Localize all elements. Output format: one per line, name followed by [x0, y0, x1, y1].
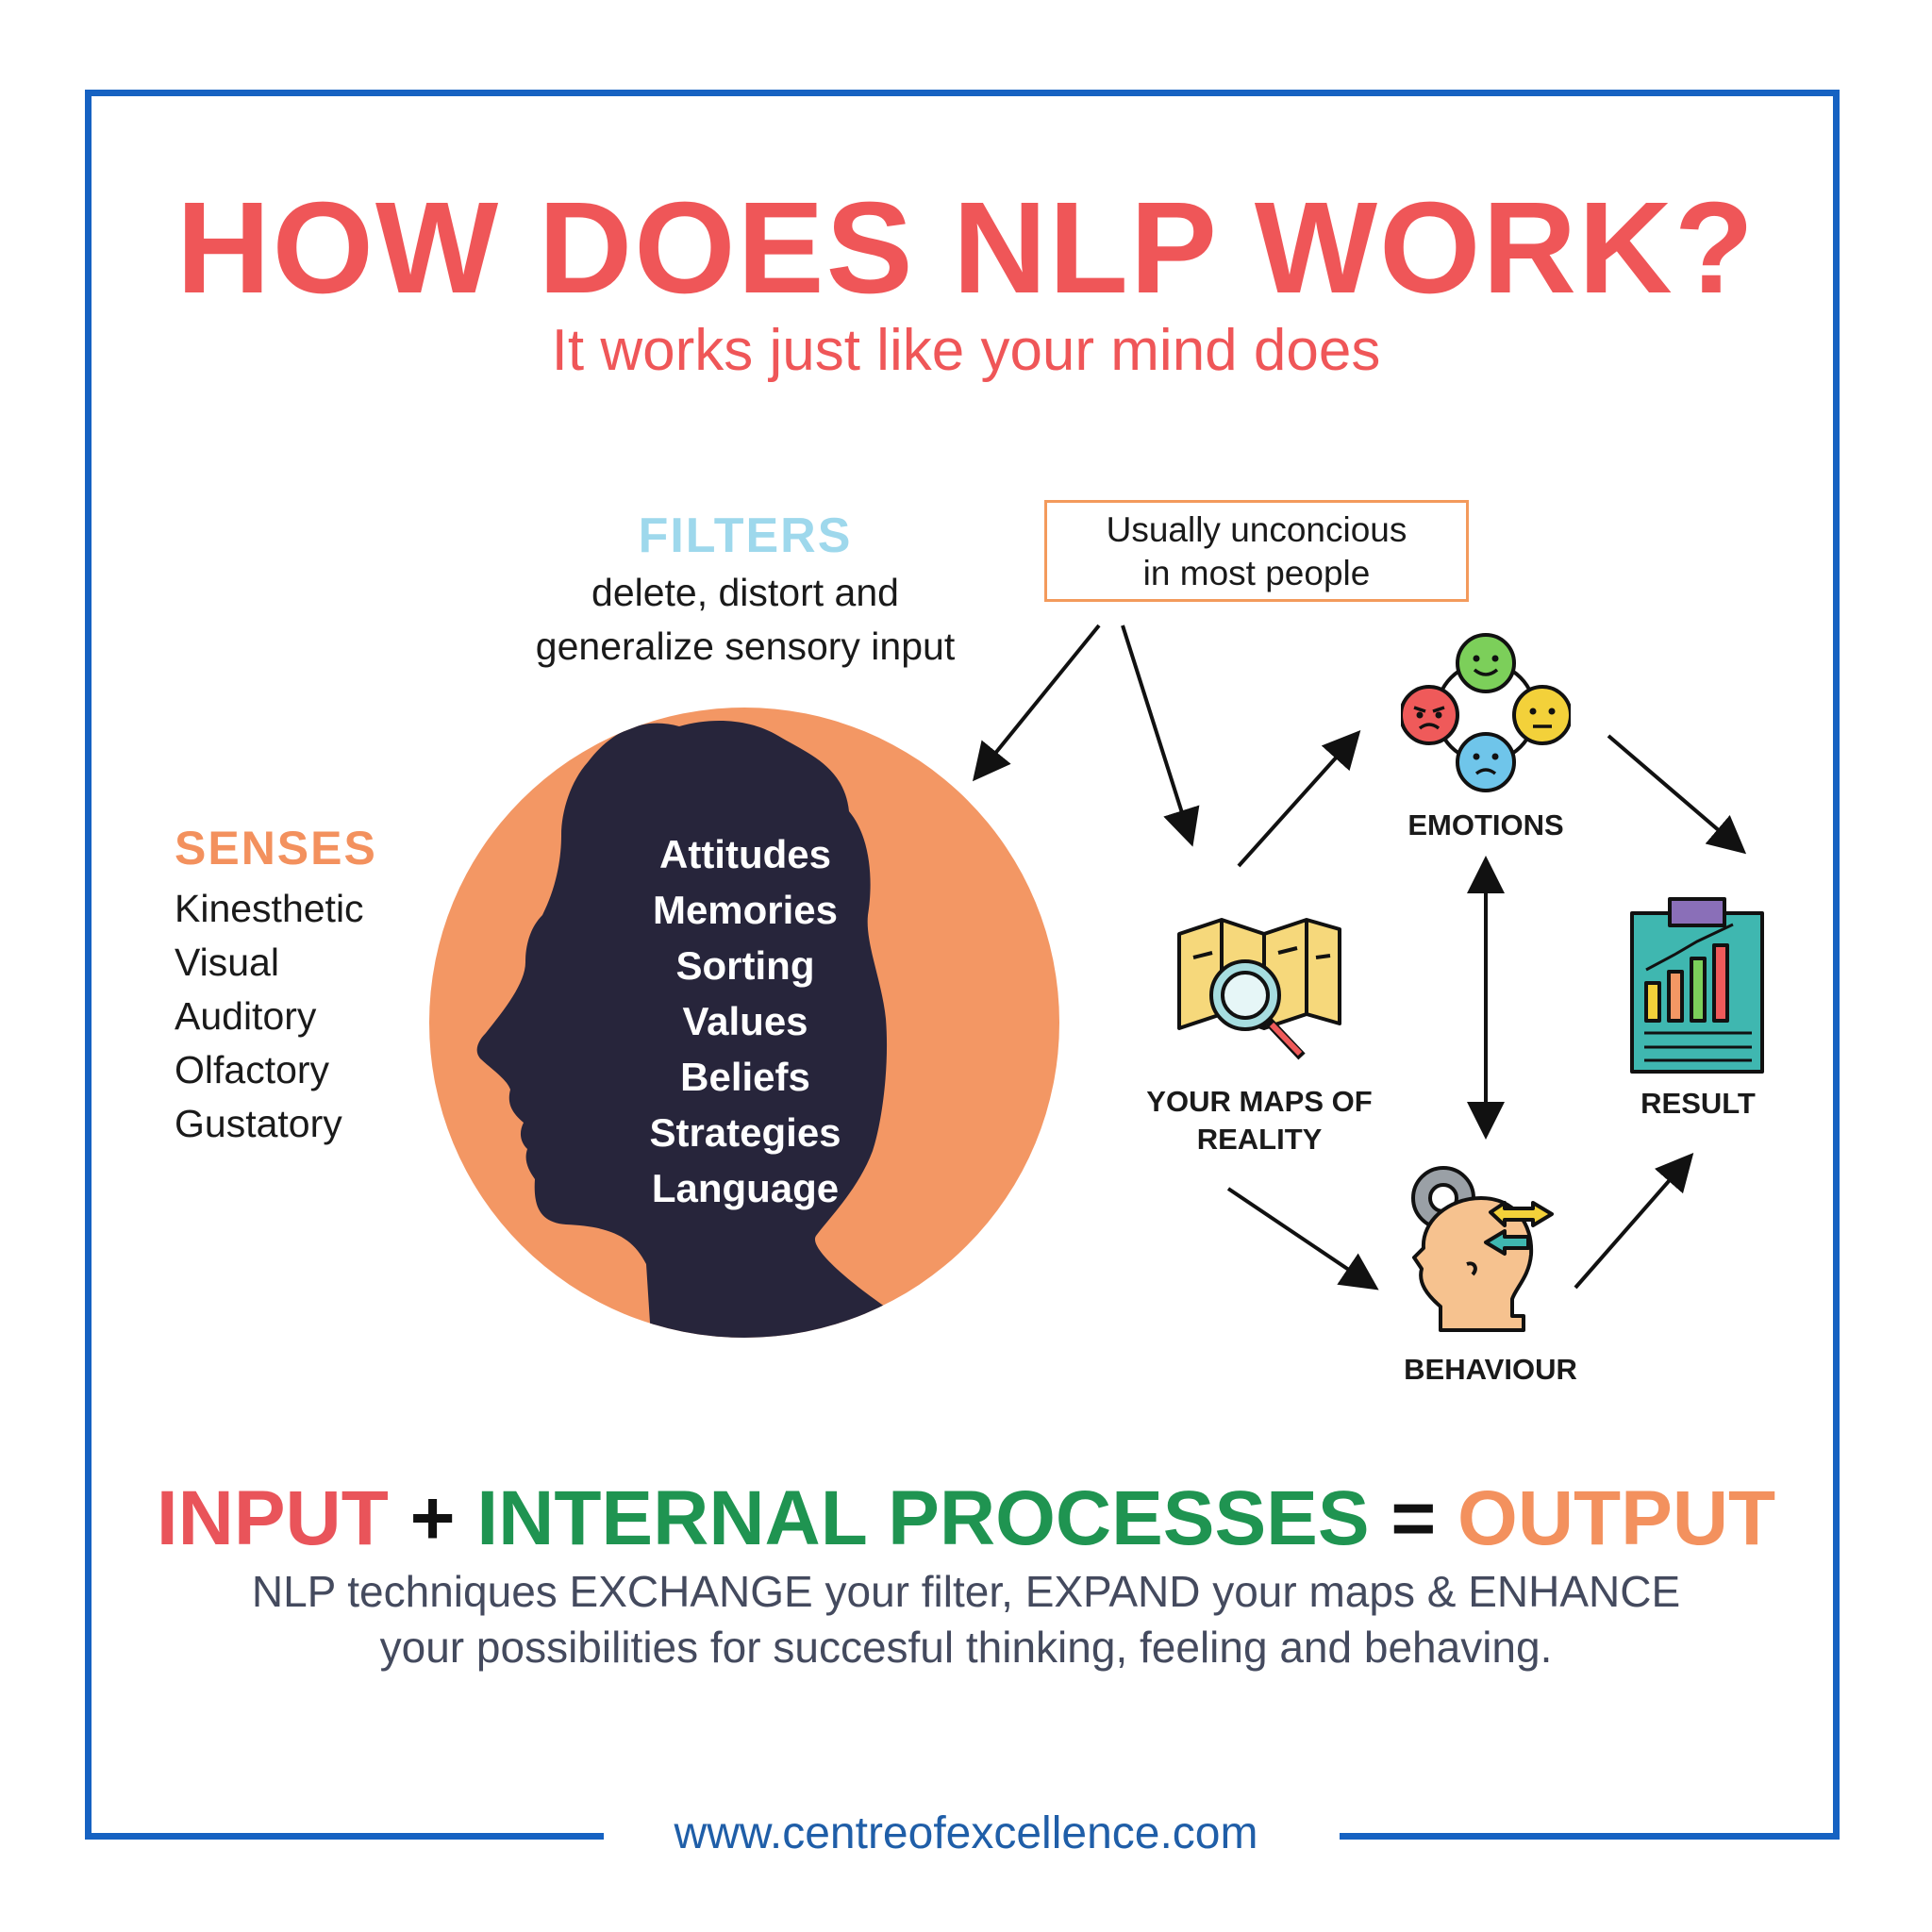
filters-heading: FILTERS	[638, 508, 853, 563]
note-line-1: Usually unconcious	[1106, 510, 1407, 549]
process-item: Beliefs	[680, 1055, 810, 1099]
equation-equals: =	[1391, 1475, 1437, 1561]
head-gear-icon	[1411, 1166, 1554, 1332]
head-silhouette-icon	[476, 721, 920, 1338]
equation-internal: INTERNAL PROCESSES	[476, 1475, 1370, 1561]
maps-label-line-2: REALITY	[1196, 1123, 1323, 1156]
sense-item: Olfactory	[175, 1048, 330, 1091]
tagline-line-2: your possibilities for succesful thinkin…	[379, 1623, 1553, 1672]
filters-line-1: delete, distort and	[591, 571, 899, 614]
page-title: HOW DOES NLP WORK?	[175, 175, 1757, 321]
internal-processes-list: Attitudes Memories Sorting Values Belief…	[604, 826, 887, 1216]
equation-plus: +	[409, 1475, 456, 1561]
footer-url[interactable]: www.centreofexcellence.com	[674, 1808, 1258, 1858]
equation-input: INPUT	[156, 1475, 389, 1561]
unconscious-note-box: Usually unconcious in most people	[1044, 500, 1469, 602]
process-item: Values	[682, 999, 808, 1043]
process-item: Attitudes	[659, 832, 831, 876]
tagline: NLP techniques EXCHANGE your filter, EXP…	[0, 1564, 1932, 1675]
process-item: Sorting	[675, 943, 815, 988]
result-label: RESULT	[1641, 1087, 1756, 1120]
equation-output: OUTPUT	[1457, 1475, 1776, 1561]
emotion-faces-icon	[1401, 633, 1571, 792]
page-subtitle: It works just like your mind does	[551, 318, 1381, 383]
senses-heading: SENSES	[175, 822, 377, 874]
tagline-line-1: NLP techniques EXCHANGE your filter, EXP…	[251, 1567, 1681, 1616]
sense-item: Kinesthetic	[175, 887, 364, 930]
process-item: Language	[651, 1166, 840, 1210]
head-circle	[429, 708, 1059, 1338]
maps-label: YOUR MAPS OF REALITY	[1127, 1083, 1391, 1158]
behaviour-label: BEHAVIOUR	[1404, 1353, 1577, 1386]
filters-line-2: generalize sensory input	[535, 625, 956, 668]
map-magnifier-icon	[1177, 918, 1341, 1060]
frame-gap	[604, 1825, 1340, 1849]
clipboard-chart-icon	[1630, 897, 1764, 1074]
maps-label-line-1: YOUR MAPS OF	[1146, 1085, 1373, 1118]
emotions-label: EMOTIONS	[1407, 808, 1564, 841]
equation-line: INPUT + INTERNAL PROCESSES = OUTPUT	[0, 1472, 1932, 1566]
process-item: Strategies	[649, 1110, 841, 1155]
sense-item: Gustatory	[175, 1102, 342, 1145]
sense-item: Auditory	[175, 994, 317, 1038]
filters-description: delete, distort and generalize sensory i…	[462, 566, 1028, 674]
senses-list: Kinesthetic Visual Auditory Olfactory Gu…	[175, 882, 364, 1151]
note-line-2: in most people	[1142, 554, 1371, 592]
sense-item: Visual	[175, 941, 279, 984]
process-item: Memories	[652, 888, 839, 932]
